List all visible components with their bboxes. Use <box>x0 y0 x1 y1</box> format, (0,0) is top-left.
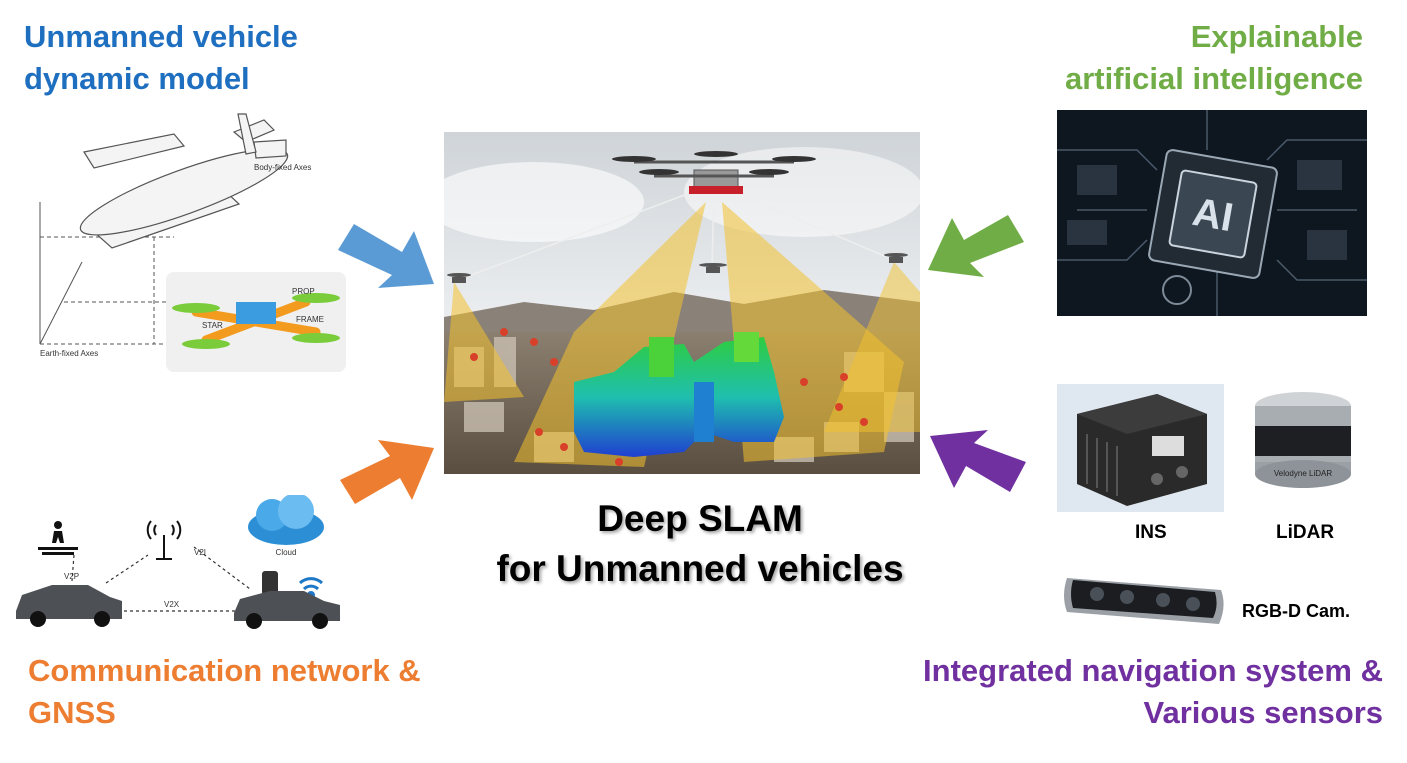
v2x-diagram: Cloud V2P V2I V2X <box>14 493 354 635</box>
orange-arrow-icon <box>340 440 434 504</box>
v2x-label: V2X <box>164 600 180 609</box>
communication-title: Communication network & GNSS <box>28 653 421 730</box>
lidar-drawing: Velodyne LiDAR <box>1255 392 1351 488</box>
purple-arrow-icon <box>930 430 1026 492</box>
green-arrow-icon <box>928 215 1024 277</box>
ins-image <box>1057 384 1224 512</box>
frame-label: FRAME <box>296 315 324 324</box>
rgbd-camera-image <box>1053 560 1233 630</box>
star-label: STAR <box>202 321 223 330</box>
ins-label: INS <box>1135 522 1167 543</box>
prop-label: PROP <box>292 287 315 296</box>
ai-chip-drawing: AI <box>1057 110 1367 316</box>
antenna-icon <box>146 520 182 560</box>
v2i-label: V2I <box>194 548 206 557</box>
ins-device-drawing <box>1077 394 1207 506</box>
slam-scene-image <box>444 132 920 474</box>
xai-title: Explainable artificial intelligence <box>1064 19 1363 96</box>
navigation-title: Integrated navigation system & Various s… <box>923 653 1383 730</box>
blue-arrow-icon <box>338 224 434 288</box>
deep-slam-title: Deep SLAM for Unmanned vehicles <box>496 498 904 589</box>
earth-axes-label: Earth-fixed Axes <box>40 349 98 358</box>
body-axes-label: Body-fixed Axes <box>254 163 311 172</box>
camera-label: RGB-D Cam. <box>1242 601 1351 621</box>
v2p-label: V2P <box>64 572 79 581</box>
dynamic-model-title: Unmanned vehicle dynamic model <box>24 19 298 96</box>
airplane-axes-drawing: Body-fixed Axes Earth-fixed Axes <box>39 113 324 358</box>
car-left-icon <box>16 585 122 627</box>
phone-icon <box>262 571 278 595</box>
main-drone-icon <box>612 151 816 194</box>
dynamic-model-diagram: Body-fixed Axes Earth-fixed Axes FRAME P… <box>24 112 346 374</box>
v2x-drawing: Cloud V2P V2I V2X <box>16 493 340 629</box>
ai-chip-image: AI <box>1057 110 1367 316</box>
quadcopter-drawing: FRAME PROP STAR <box>166 272 346 372</box>
car-right-icon <box>234 591 340 629</box>
slam-scene-drawing <box>444 132 920 474</box>
pedestrian-icon <box>38 521 78 555</box>
rgbd-camera-drawing <box>1064 578 1224 624</box>
lidar-label: LiDAR <box>1276 522 1335 543</box>
cloud-label: Cloud <box>276 548 297 557</box>
ai-chip-text: AI <box>1189 190 1236 240</box>
lidar-brand-text: Velodyne LiDAR <box>1274 469 1332 478</box>
lidar-image: Velodyne LiDAR <box>1248 386 1358 496</box>
cloud-icon: Cloud <box>248 493 324 557</box>
